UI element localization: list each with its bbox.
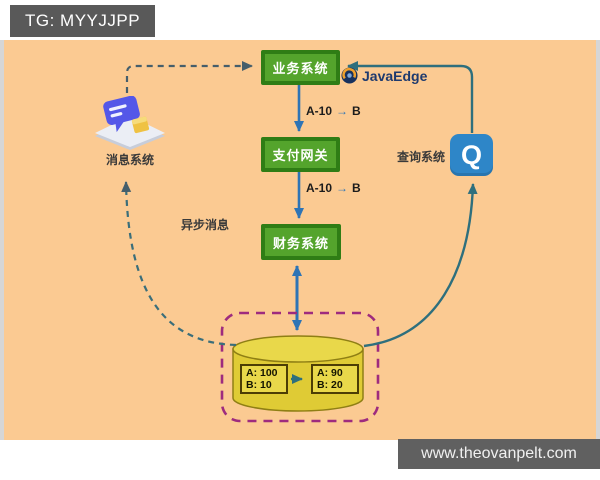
async-message-label: 异步消息 — [181, 218, 230, 232]
query-system-label: 查询系统 — [396, 150, 445, 164]
javaedge-icon — [341, 67, 358, 84]
transfer-label-mid: A-10→B — [306, 181, 361, 195]
database-dashed-boundary — [220, 311, 380, 423]
query-q-glyph: Q — [460, 139, 482, 170]
arrow-database-to-query — [363, 183, 478, 348]
transfer-arrow-icon: → — [336, 104, 349, 118]
node-finance-label: 财务系统 — [272, 235, 329, 251]
transfer-from: A — [306, 181, 315, 195]
transfer-from: A — [306, 104, 315, 118]
node-finance-system: 财务系统 — [261, 224, 341, 260]
db-before-row-b: B: 10 — [246, 379, 272, 391]
javaedge-brand: JavaEdge — [341, 67, 427, 84]
node-business-system: 业务系统 — [261, 50, 340, 85]
arrow-message-to-business — [125, 61, 253, 93]
tg-badge: TG: MYYJJPP — [10, 5, 156, 37]
node-payment-gateway: 支付网关 — [261, 137, 340, 172]
db-before-row-a: A: 100 — [246, 367, 278, 379]
transfer-amount: -10 — [314, 104, 333, 118]
message-system-icon — [95, 96, 165, 150]
db-state-before: A: 100 B: 10 — [240, 364, 288, 394]
transfer-label-top: A-10→B — [306, 104, 361, 118]
message-system-label: 消息系统 — [105, 153, 154, 167]
db-state-after: A: 90 B: 20 — [311, 364, 359, 394]
watermark: www.theovanpelt.com — [398, 439, 600, 469]
arrow-database-to-message-async — [121, 181, 237, 347]
db-after-row-b: B: 20 — [317, 379, 343, 391]
arrow-query-to-business — [347, 61, 474, 133]
transfer-amount: -10 — [314, 181, 333, 195]
transfer-arrow-icon: → — [336, 181, 349, 195]
transfer-to: B — [352, 181, 361, 195]
db-after-row-a: A: 90 — [317, 367, 343, 379]
javaedge-label: JavaEdge — [362, 67, 428, 84]
transfer-to: B — [352, 104, 361, 118]
node-business-label: 业务系统 — [272, 61, 329, 76]
query-system-tile: Q — [450, 134, 493, 176]
node-payment-label: 支付网关 — [272, 148, 329, 163]
database-cylinder-top — [232, 335, 364, 363]
